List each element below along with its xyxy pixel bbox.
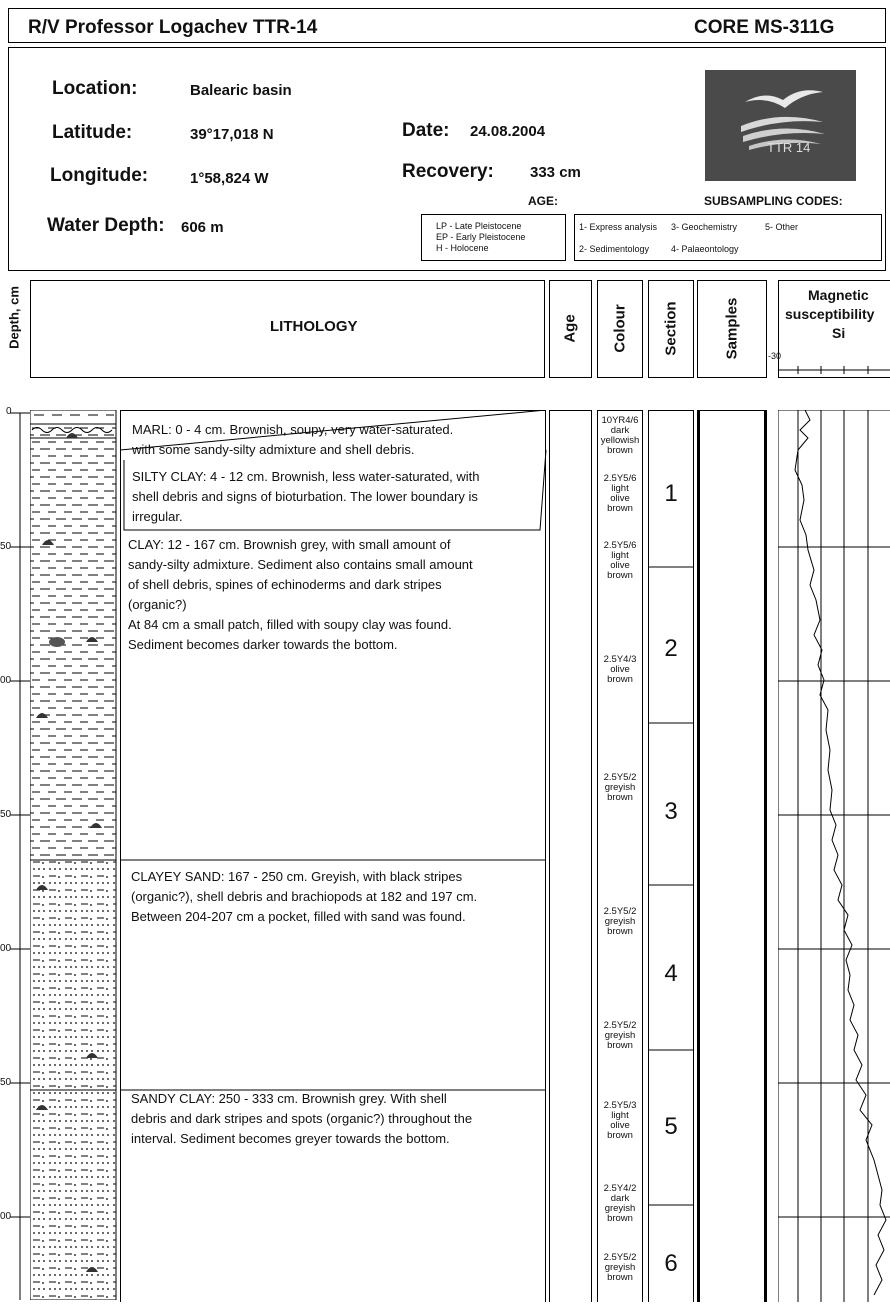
- magnetic-header-2: susceptibility: [785, 306, 874, 322]
- water-depth-label: Water Depth:: [47, 215, 165, 237]
- recovery-label: Recovery:: [402, 161, 494, 183]
- samples-header: Samples: [724, 294, 741, 364]
- depth-tick-50: 50: [0, 541, 11, 552]
- depth-tick-0: 0: [6, 406, 12, 417]
- desc-clay: CLAY: 12 - 167 cm. Brownish grey, with s…: [128, 535, 473, 655]
- magnetic-susceptibility-plot: [778, 410, 890, 1302]
- magnetic-header-1: Magnetic: [808, 287, 869, 303]
- vessel-title: R/V Professor Logachev TTR-14: [28, 17, 317, 39]
- desc-sandy-clay: SANDY CLAY: 250 - 333 cm. Brownish grey.…: [131, 1089, 472, 1149]
- longitude-label: Longitude:: [50, 165, 148, 187]
- code-5: 5- Other: [765, 222, 798, 232]
- core-id: CORE MS-311G: [694, 17, 834, 39]
- subsampling-title: SUBSAMPLING CODES:: [704, 194, 843, 208]
- section-number: 4: [648, 960, 694, 988]
- section-number: 3: [648, 798, 694, 826]
- recovery-value: 333 cm: [530, 164, 581, 181]
- section-number: 5: [648, 1113, 694, 1141]
- desc-marl: MARL: 0 - 4 cm. Brownish, soupy, very wa…: [132, 420, 453, 460]
- ttr14-logo: TTR 14: [705, 70, 856, 181]
- samples-column: [697, 410, 767, 1302]
- age-item-ep: EP - Early Pleistocene: [436, 232, 525, 242]
- age-column: [549, 410, 592, 1302]
- location-value: Balearic basin: [190, 82, 292, 99]
- section-number: 6: [648, 1250, 694, 1278]
- code-4: 4- Palaeontology: [671, 244, 739, 254]
- code-3: 3- Geochemistry: [671, 222, 737, 232]
- date-label: Date:: [402, 120, 450, 142]
- location-label: Location:: [52, 78, 138, 100]
- magnetic-header-3: Si: [832, 325, 845, 341]
- depth-tick-100: 00: [0, 675, 11, 686]
- age-header: Age: [562, 299, 579, 359]
- colour-header: Colour: [612, 299, 629, 359]
- date-value: 24.08.2004: [470, 123, 545, 140]
- code-2: 2- Sedimentology: [579, 244, 649, 254]
- section-header: Section: [663, 294, 680, 364]
- logo-text: TTR 14: [767, 140, 810, 155]
- depth-tick-150: 50: [0, 809, 11, 820]
- latitude-label: Latitude:: [52, 122, 132, 144]
- water-depth-value: 606 m: [181, 219, 224, 236]
- gull-and-waves-icon: [705, 70, 856, 181]
- age-title: AGE:: [528, 194, 558, 208]
- mag-scale-axis: [778, 360, 890, 380]
- depth-axis: [0, 405, 30, 1305]
- latitude-value: 39°17,018 N: [190, 126, 274, 143]
- lithology-header: LITHOLOGY: [270, 318, 358, 335]
- section-number: 1: [648, 480, 694, 508]
- age-item-lp: LP - Late Pleistocene: [436, 221, 521, 231]
- code-1: 1- Express analysis: [579, 222, 657, 232]
- depth-tick-300: 00: [0, 1211, 11, 1222]
- depth-header: Depth, cm: [7, 278, 22, 358]
- section-number: 2: [648, 635, 694, 663]
- section-dividers: [648, 410, 698, 1302]
- lithology-column: [30, 410, 120, 1300]
- depth-tick-200: 00: [0, 943, 11, 954]
- desc-clayey-sand: CLAYEY SAND: 167 - 250 cm. Greyish, with…: [131, 867, 477, 927]
- desc-silty-clay: SILTY CLAY: 4 - 12 cm. Brownish, less wa…: [132, 467, 480, 527]
- longitude-value: 1°58,824 W: [190, 170, 269, 187]
- depth-tick-250: 50: [0, 1077, 11, 1088]
- age-item-h: H - Holocene: [436, 243, 489, 253]
